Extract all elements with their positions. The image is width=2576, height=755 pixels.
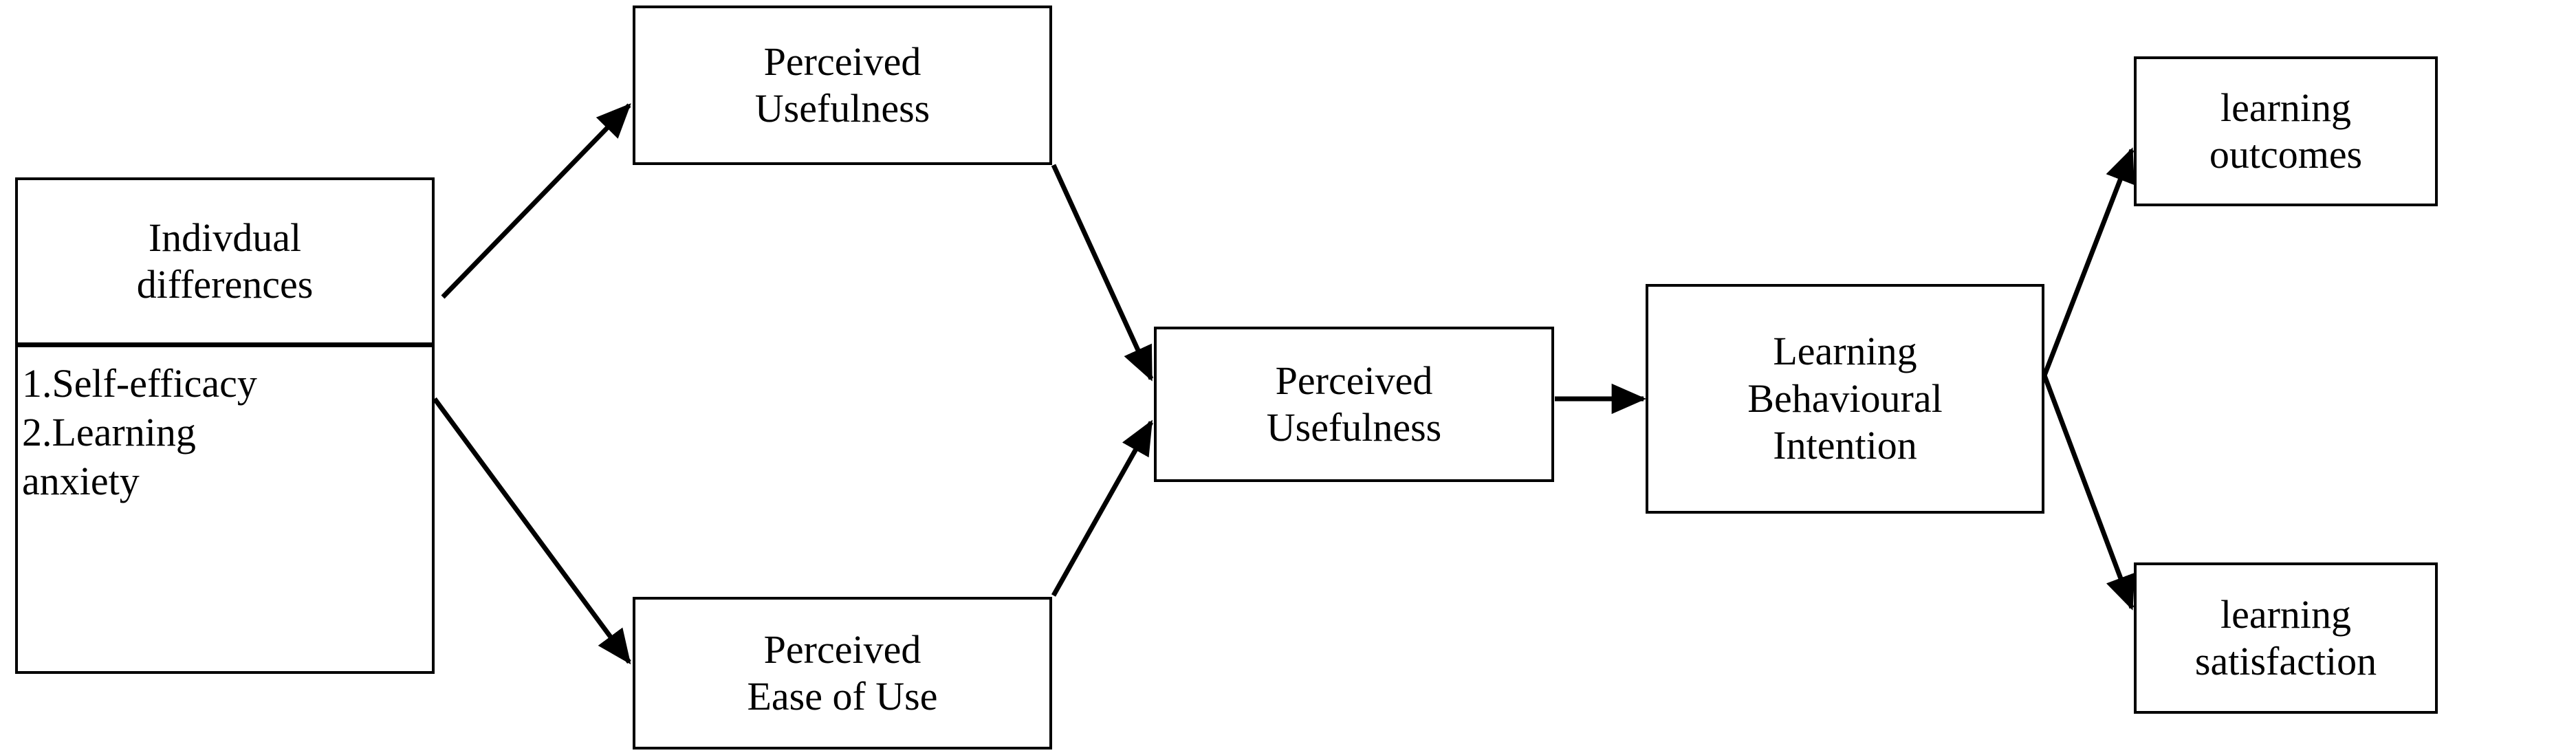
learning-outcomes-line-2: outcomes: [2209, 132, 2363, 177]
node-learning-outcomes[interactable]: learning outcomes: [2134, 56, 2438, 206]
edge-learning-behavioural-intention-to-learning-satisfaction: [2042, 374, 2135, 611]
node-learning-behavioural-intention[interactable]: Learning Behavioural Intention: [1646, 284, 2044, 514]
learning-outcomes-line-1: learning: [2220, 85, 2352, 130]
edge-individual-differences-to-perceived-ease-of-use: [433, 397, 631, 665]
node-perceived-ease-of-use[interactable]: Perceived Ease of Use: [633, 597, 1052, 749]
individual-differences-divider: [18, 342, 432, 347]
individual-differences-header-line-1: Indivdual: [148, 215, 302, 260]
perceived-ease-of-use-line-1: Perceived: [763, 626, 921, 672]
individual-differences-item-1: 1.Self-efficacy: [22, 361, 257, 406]
perceived-usefulness-center-line-1: Perceived: [1275, 358, 1433, 403]
perceived-usefulness-center-line-2: Usefulness: [1266, 405, 1442, 450]
individual-differences-item-3: anxiety: [22, 458, 140, 503]
edge-learning-behavioural-intention-to-learning-outcomes: [2042, 147, 2135, 377]
learning-satisfaction-line-1: learning: [2220, 591, 2352, 637]
individual-differences-header-line-2: differences: [136, 262, 314, 307]
individual-differences-item-list: 1.Self-efficacy 2.Learning anxiety: [18, 347, 432, 671]
learning-behavioural-intention-line-1: Learning: [1773, 329, 1917, 374]
edge-perceived-ease-of-use-to-perceived-usefulness-center: [1051, 419, 1154, 597]
node-perceived-usefulness-top[interactable]: Perceived Usefulness: [633, 6, 1052, 165]
node-learning-satisfaction[interactable]: learning satisfaction: [2134, 562, 2438, 714]
perceived-ease-of-use-line-2: Ease of Use: [747, 674, 938, 719]
learning-behavioural-intention-line-3: Intention: [1773, 423, 1917, 468]
individual-differences-header: Indivdual differences: [18, 180, 432, 342]
perceived-usefulness-top-line-1: Perceived: [763, 39, 921, 84]
edge-individual-differences-to-perceived-usefulness-top: [441, 103, 631, 299]
perceived-usefulness-top-line-2: Usefulness: [754, 86, 930, 131]
learning-satisfaction-line-2: satisfaction: [2194, 639, 2377, 683]
node-individual-differences[interactable]: Indivdual differences 1.Self-efficacy 2.…: [15, 177, 435, 674]
edge-perceived-usefulness-top-to-perceived-usefulness-center: [1051, 164, 1154, 382]
learning-behavioural-intention-line-2: Behavioural: [1747, 375, 1943, 421]
individual-differences-item-2: 2.Learning: [22, 409, 196, 455]
node-perceived-usefulness-center[interactable]: Perceived Usefulness: [1154, 327, 1554, 482]
